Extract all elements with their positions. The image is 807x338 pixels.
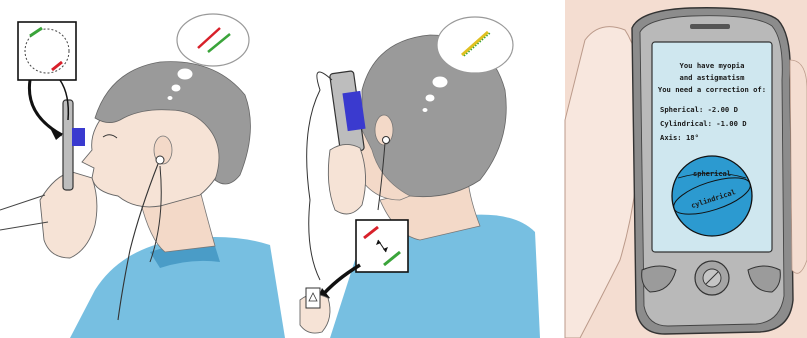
panel-2-callout-box: [356, 220, 408, 272]
lens-label-spherical: spherical: [693, 170, 731, 178]
screen-cylindrical-value: Cylindrical: -1.00 D: [660, 119, 747, 128]
screen-line-2: and astigmatism: [680, 73, 746, 82]
screen-spherical-value: Spherical: -2.00 D: [660, 105, 738, 114]
screen-line-3: You need a correction of:: [658, 85, 766, 94]
panel-1-callout-box: [18, 22, 76, 80]
screen-line-1: You have myopia: [680, 61, 745, 70]
panel-1-arrow: [29, 80, 62, 135]
panel-3-hand-with-phone: You have myopia and astigmatism You need…: [565, 0, 807, 338]
screen-axis-value: Axis: 18°: [660, 133, 699, 142]
panel-2-person-back-view: [300, 17, 540, 338]
panel-1-person-side-view: [0, 14, 285, 338]
